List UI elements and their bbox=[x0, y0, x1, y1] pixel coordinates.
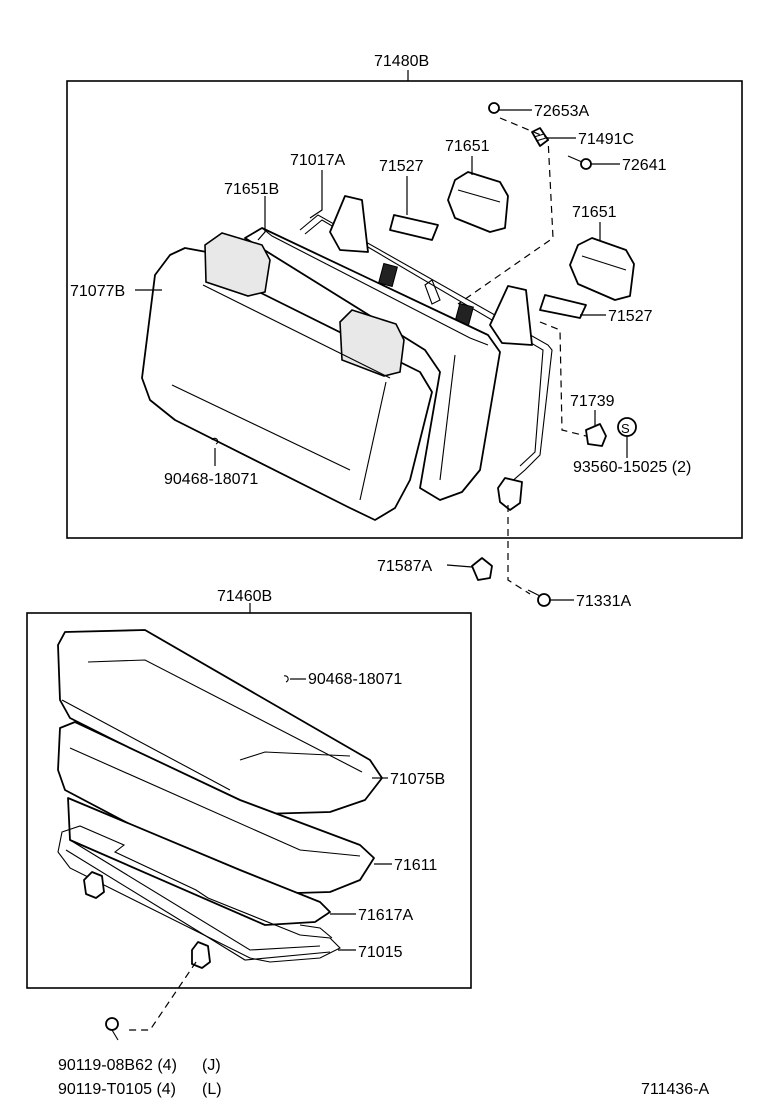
seat-back-frame bbox=[299, 195, 553, 511]
seat-cushion-71075B bbox=[57, 629, 383, 815]
pad-71527-top bbox=[389, 214, 439, 241]
label-90119-L: 90119-T0105 (4) bbox=[58, 1081, 176, 1098]
label-71587A: 71587A bbox=[377, 558, 432, 575]
bottom-notes: 90119-08B62 (4) (J) 90119-T0105 (4) (L) … bbox=[58, 1057, 710, 1098]
seat-back-cushion bbox=[141, 232, 433, 521]
bolt-90119 bbox=[105, 1017, 119, 1031]
upper-group-label: 71480B bbox=[374, 53, 429, 70]
label-93560: 93560-15025 (2) bbox=[573, 459, 691, 476]
label-90119-J-suffix: (J) bbox=[202, 1057, 221, 1074]
label-71015: 71015 bbox=[358, 944, 403, 961]
label-71075B: 71075B bbox=[390, 771, 445, 788]
seat-back-rear-pad bbox=[244, 227, 501, 501]
label-71611: 71611 bbox=[394, 857, 437, 874]
seat-frame-71015 bbox=[57, 825, 341, 969]
label-71617A: 71617A bbox=[358, 907, 413, 924]
label-90468-upper: 90468-18071 bbox=[164, 471, 258, 488]
middle-fasteners: 71587A 71331A bbox=[377, 505, 631, 610]
label-72653A: 72653A bbox=[534, 103, 589, 120]
label-71077B: 71077B bbox=[70, 283, 125, 300]
seat-cushion-pad-71611 bbox=[57, 721, 375, 895]
label-71651-top: 71651 bbox=[445, 138, 490, 155]
clip-90468-upper bbox=[211, 437, 219, 445]
label-71527-top: 71527 bbox=[379, 158, 424, 175]
center-headrest bbox=[339, 309, 405, 377]
s-marker: S bbox=[621, 421, 630, 436]
label-71017A: 71017A bbox=[290, 152, 345, 169]
headrest-71651-top bbox=[447, 171, 509, 233]
lower-group: 71460B 90468-180 bbox=[26, 588, 472, 1041]
clip-90468-lower bbox=[283, 675, 289, 683]
lower-group-frame bbox=[26, 612, 472, 989]
lower-group-label: 71460B bbox=[217, 588, 272, 605]
part-72641 bbox=[580, 158, 592, 170]
part-71739 bbox=[585, 423, 607, 447]
label-71491C: 71491C bbox=[578, 131, 634, 148]
label-71739: 71739 bbox=[570, 393, 615, 410]
upper-group-frame bbox=[66, 80, 743, 539]
label-71527-right: 71527 bbox=[608, 308, 653, 325]
label-71651B: 71651B bbox=[224, 181, 279, 198]
part-71331A bbox=[537, 593, 551, 607]
upper-group: 71480B bbox=[66, 53, 743, 539]
part-72653A bbox=[488, 102, 500, 114]
label-90119-L-suffix: (L) bbox=[202, 1081, 222, 1098]
label-72641: 72641 bbox=[622, 157, 667, 174]
label-71651-right: 71651 bbox=[572, 204, 617, 221]
part-71587A bbox=[471, 557, 493, 581]
seat-cover-71617A bbox=[67, 797, 331, 926]
pad-71527-right bbox=[539, 294, 587, 319]
label-71331A: 71331A bbox=[576, 593, 631, 610]
label-90468-lower: 90468-18071 bbox=[308, 671, 402, 688]
label-90119-J: 90119-08B62 (4) bbox=[58, 1057, 177, 1074]
headrest-71651-right bbox=[569, 237, 635, 301]
left-headrest bbox=[204, 232, 271, 297]
figure-code: 711436-A bbox=[641, 1081, 710, 1098]
